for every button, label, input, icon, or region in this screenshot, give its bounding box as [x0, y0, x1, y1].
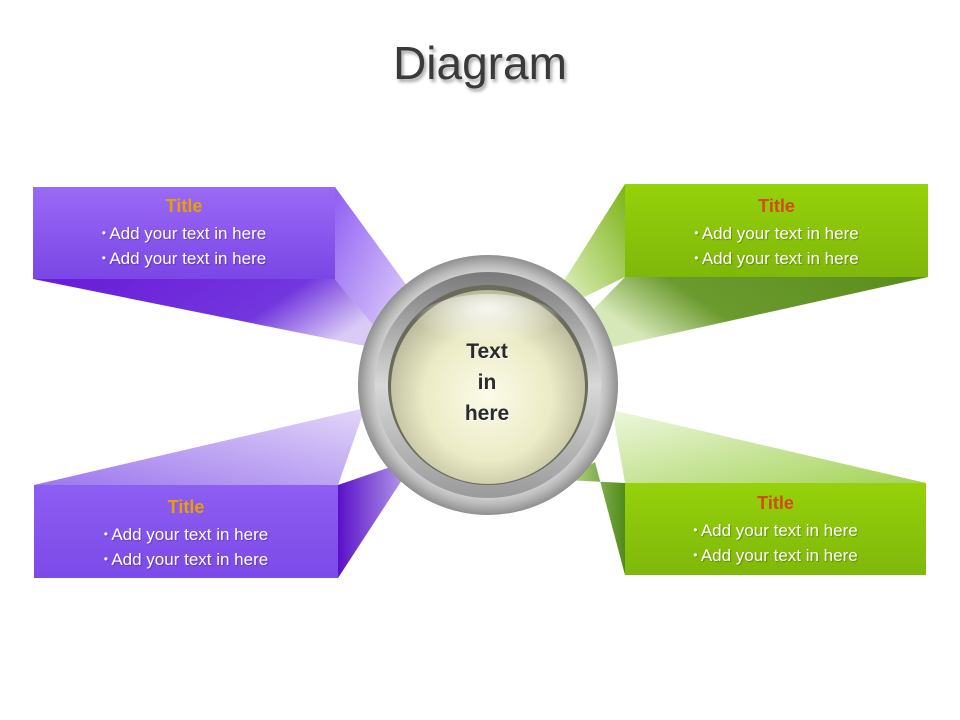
- panel-bullets: Add your text in here Add your text in h…: [625, 221, 928, 271]
- slide-title: Diagram: [393, 37, 567, 89]
- center-hub: [358, 255, 618, 515]
- panel-bullets: Add your text in here Add your text in h…: [33, 221, 335, 271]
- bullet-item: Add your text in here: [625, 246, 928, 271]
- panel-bullets: Add your text in here Add your text in h…: [625, 518, 926, 568]
- bullet-item: Add your text in here: [33, 221, 335, 246]
- bullet-item: Add your text in here: [625, 518, 926, 543]
- panel-title: Title: [758, 196, 795, 216]
- panel-title: Title: [165, 196, 203, 216]
- bullet-item: Add your text in here: [625, 543, 926, 568]
- bullet-item: Add your text in here: [625, 221, 928, 246]
- panel-title: Title: [167, 497, 205, 517]
- panel-top-left: Title Add your text in here Add your tex…: [33, 196, 335, 271]
- panel-bottom-right: Title Add your text in here Add your tex…: [625, 493, 926, 568]
- center-text-line: here: [464, 402, 510, 425]
- center-text: Text in here: [437, 336, 537, 429]
- bullet-item: Add your text in here: [33, 246, 335, 271]
- panel-bottom-left: Title Add your text in here Add your tex…: [34, 497, 338, 572]
- center-text-line: Text: [466, 340, 508, 363]
- center-text-line: in: [477, 371, 497, 394]
- panel-top-right: Title Add your text in here Add your tex…: [625, 196, 928, 271]
- panel-bullets: Add your text in here Add your text in h…: [34, 522, 338, 572]
- panel-title: Title: [757, 493, 794, 513]
- bullet-item: Add your text in here: [34, 522, 338, 547]
- bullet-item: Add your text in here: [34, 547, 338, 572]
